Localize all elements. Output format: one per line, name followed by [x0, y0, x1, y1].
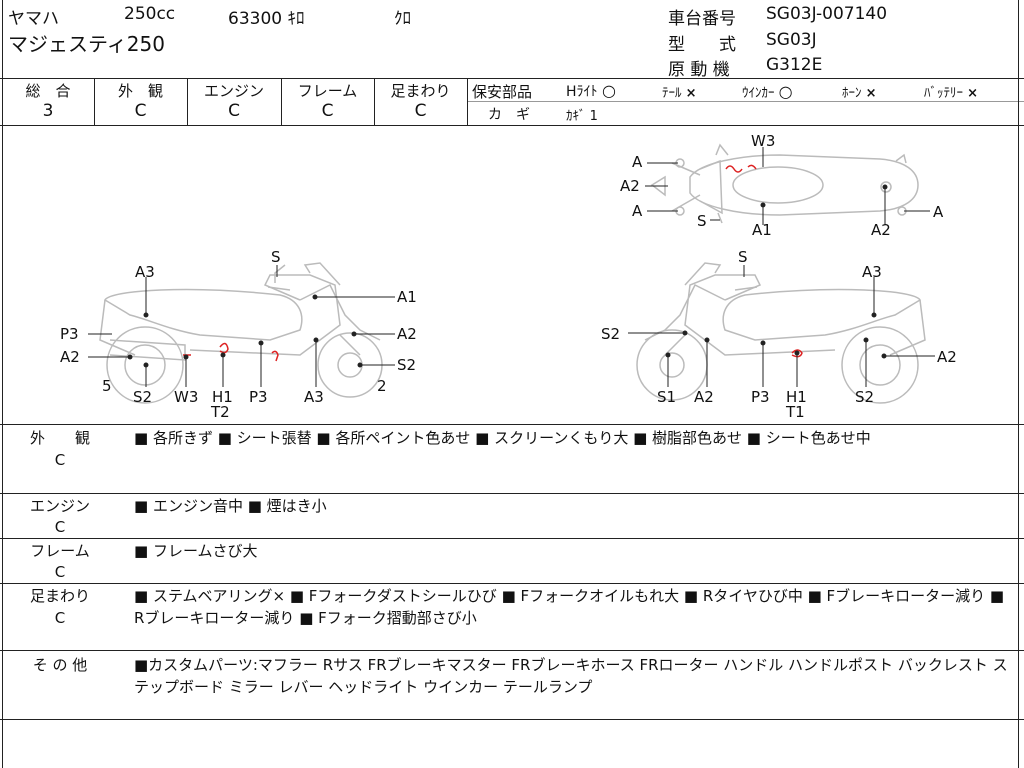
divider: [0, 538, 1024, 539]
diagram-label: A1: [397, 288, 417, 306]
section-grade-suspension: C: [54, 609, 66, 627]
diagram-label: 5: [102, 377, 112, 395]
grade-value-exterior: C: [134, 101, 147, 121]
diagram-label: P3: [751, 388, 770, 406]
divider: [0, 650, 1024, 651]
diagram-label: S2: [397, 356, 417, 374]
diagram-label: P3: [249, 388, 268, 406]
divider: [0, 78, 1024, 79]
divider: [0, 583, 1024, 584]
divider: [187, 78, 188, 125]
section-text-engine: ■ エンジン音中 ■ 煙はき小: [134, 497, 327, 515]
diagram-label: S1: [657, 388, 677, 406]
section-title-exterior: 外 観: [29, 429, 90, 447]
diagram-label: A1: [752, 221, 772, 239]
diagram-label: A3: [135, 263, 155, 281]
section-text-other: ■カスタムパーツ:マフラー Rサス FRブレーキマスター FRブレーキホース F…: [134, 656, 1008, 696]
diagram-label: A2: [620, 177, 640, 195]
engine-value: G312E: [766, 55, 823, 75]
divider: [0, 493, 1024, 494]
section-grade-exterior: C: [54, 451, 66, 469]
type-label: 型 式: [668, 35, 736, 55]
diagram-label: S: [697, 212, 707, 230]
diagram-label: S: [271, 248, 281, 266]
grade-value-suspension: C: [414, 101, 427, 121]
safety-item-horn: ﾎｰﾝ ×: [842, 86, 877, 101]
divider: [1018, 0, 1019, 768]
diagram-label: A2: [60, 348, 80, 366]
frame-no-value: SG03J-007140: [766, 4, 888, 24]
divider: [467, 78, 468, 125]
scooter-top-view: [650, 143, 919, 224]
section-title-suspension: 足まわり: [29, 587, 90, 605]
maker-text: ヤマハ: [8, 9, 59, 29]
displacement-text: 250cc: [124, 4, 176, 24]
diagram-label: W3: [174, 388, 199, 406]
divider: [467, 101, 1024, 102]
section-text-suspension: ■ ステムベアリング× ■ Fフォークダストシールひび ■ Fフォークオイルもれ…: [134, 587, 1005, 627]
diagram-label: A2: [397, 325, 417, 343]
grade-label-suspension: 足まわり: [390, 82, 451, 100]
diagram-label: S2: [855, 388, 875, 406]
mileage-text: 63300 ｷﾛ: [228, 9, 305, 29]
section-text-exterior: ■ 各所きず ■ シート張替 ■ 各所ペイント色あせ ■ スクリーンくもり大 ■…: [134, 429, 871, 447]
divider: [2, 0, 3, 768]
section-grade-frame: C: [54, 563, 66, 581]
frame-no-label: 車台番号: [668, 9, 736, 29]
section-title-engine: エンジン: [29, 497, 90, 515]
diagram-label: A2: [694, 388, 714, 406]
safety-parts-label: 保安部品: [472, 83, 533, 101]
key-label: カ ギ: [488, 107, 530, 123]
scooter-left-view: [99, 262, 383, 404]
color-text: ｸﾛ: [394, 9, 411, 29]
grade-label-exterior: 外 観: [117, 82, 163, 100]
grade-label-overall: 総 合: [25, 82, 71, 100]
type-value: SG03J: [766, 30, 817, 50]
diagram-label: A3: [862, 263, 882, 281]
divider: [94, 78, 95, 125]
diagram-label: P3: [60, 325, 79, 343]
diagram-label: T2: [211, 403, 230, 421]
diagram-label: H1: [212, 388, 233, 406]
section-grade-engine: C: [54, 518, 66, 536]
scooter-diagram: [88, 143, 935, 404]
divider: [0, 424, 1024, 425]
divider: [0, 125, 1024, 126]
diagram-label: A2: [937, 348, 957, 366]
grade-value-frame: C: [321, 101, 334, 121]
diagram-label: A: [632, 202, 643, 220]
diagram-label: W3: [751, 132, 776, 150]
grade-label-frame: フレーム: [297, 82, 358, 100]
engine-label: 原 動 機: [668, 60, 730, 80]
section-title-frame: フレーム: [30, 542, 90, 560]
divider: [0, 719, 1024, 720]
grade-value-engine: C: [228, 101, 240, 121]
section-text-frame: ■ フレームさび大: [134, 542, 258, 560]
model-name: マジェスティ250: [8, 32, 165, 56]
grade-label-engine: エンジン: [203, 82, 264, 100]
safety-item-battery: ﾊﾞｯﾃﾘｰ ×: [924, 86, 979, 101]
diagram-label: A3: [304, 388, 324, 406]
diagram-label: H1: [786, 388, 807, 406]
diagram-label: A: [632, 153, 643, 171]
safety-item-tail: ﾃｰﾙ ×: [662, 86, 697, 101]
diagram-label: T1: [786, 403, 805, 421]
diagram-label: S2: [133, 388, 153, 406]
divider: [281, 78, 282, 125]
diagram-label: A2: [871, 221, 891, 239]
diagram-label: S2: [601, 325, 621, 343]
key-value: ｶｷﾞ 1: [566, 109, 598, 124]
divider: [374, 78, 375, 125]
safety-item-headlight: Hﾗｲﾄ ○: [566, 81, 616, 100]
diagram-label: S: [738, 248, 748, 266]
diagram-label: 2: [377, 377, 387, 395]
safety-item-winker: ｳｲﾝｶｰ ○: [742, 82, 793, 101]
grade-value-overall: 3: [42, 101, 54, 121]
diagram-label: A: [933, 203, 944, 221]
section-title-other: そ の 他: [32, 656, 88, 674]
